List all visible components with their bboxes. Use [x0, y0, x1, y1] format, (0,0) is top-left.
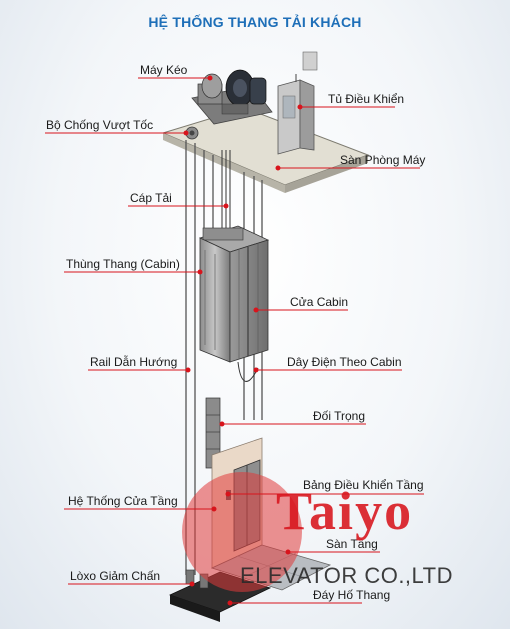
label-day-ho-thang: Đáy Hố Thang [313, 588, 391, 602]
label-san-tang: Sàn Tầng [326, 537, 378, 551]
label-cua-cabin: Cửa Cabin [290, 295, 349, 309]
leader-day-dien [253, 367, 402, 373]
leader-tu-dieu-khien [297, 104, 395, 110]
label-doi-trong: Đối Trọng [313, 409, 366, 423]
label-bang-dieu-khien-tang: Bảng Điều Khiển Tầng [303, 478, 424, 492]
leader-he-thong-cua-tang [64, 506, 217, 512]
overspeed-governor [185, 126, 199, 140]
cabin [198, 225, 270, 382]
label-cap-tai: Cáp Tải [130, 191, 172, 205]
leader-san-tang [285, 549, 380, 555]
leader-doi-trong [219, 421, 366, 427]
label-bo-chong-vuot-toc: Bộ Chống Vượt Tốc [46, 118, 154, 132]
traction-machine [191, 69, 273, 125]
brand-subtitle: ELEVATOR CO.,LTD [240, 563, 453, 588]
leader-loxo-giam-chan [68, 581, 195, 587]
brand-name: Taiyo [276, 481, 414, 541]
leader-may-keo [138, 75, 213, 81]
leader-bang-dieu-khien-tang [225, 491, 424, 497]
label-may-keo: Máy Kéo [140, 63, 188, 77]
label-rail-dan-huong: Rail Dẫn Hướng [90, 355, 178, 369]
label-san-phong-may: Sàn Phòng Máy [340, 153, 426, 167]
label-he-thong-cua-tang: Hệ Thống Cửa Tầng [68, 494, 178, 508]
leader-thung-thang [64, 269, 203, 275]
leader-cua-cabin [253, 307, 348, 313]
hoist-ropes [221, 150, 231, 230]
leader-san-phong-may [275, 165, 420, 171]
label-loxo-giam-chan: Lòxo Giảm Chấn [70, 569, 161, 583]
leader-lines [45, 75, 424, 606]
label-day-dien-theo-cabin: Dây Điện Theo Cabin [287, 355, 402, 369]
leader-cap-tai [128, 203, 229, 209]
label-thung-thang: Thùng Thang (Cabin) [66, 257, 180, 271]
brand-circle [182, 472, 302, 592]
leader-bo-chong-vuot-toc [45, 130, 189, 136]
control-cabinet [277, 51, 318, 155]
label-tu-dieu-khien: Tủ Điều Khiển [328, 92, 405, 106]
diagram-title: HỆ THỐNG THANG TẢI KHÁCH [148, 14, 362, 30]
machine-room-floor [161, 107, 370, 193]
leader-day-ho-thang [227, 600, 362, 606]
leader-rail-dan-huong [88, 367, 191, 373]
